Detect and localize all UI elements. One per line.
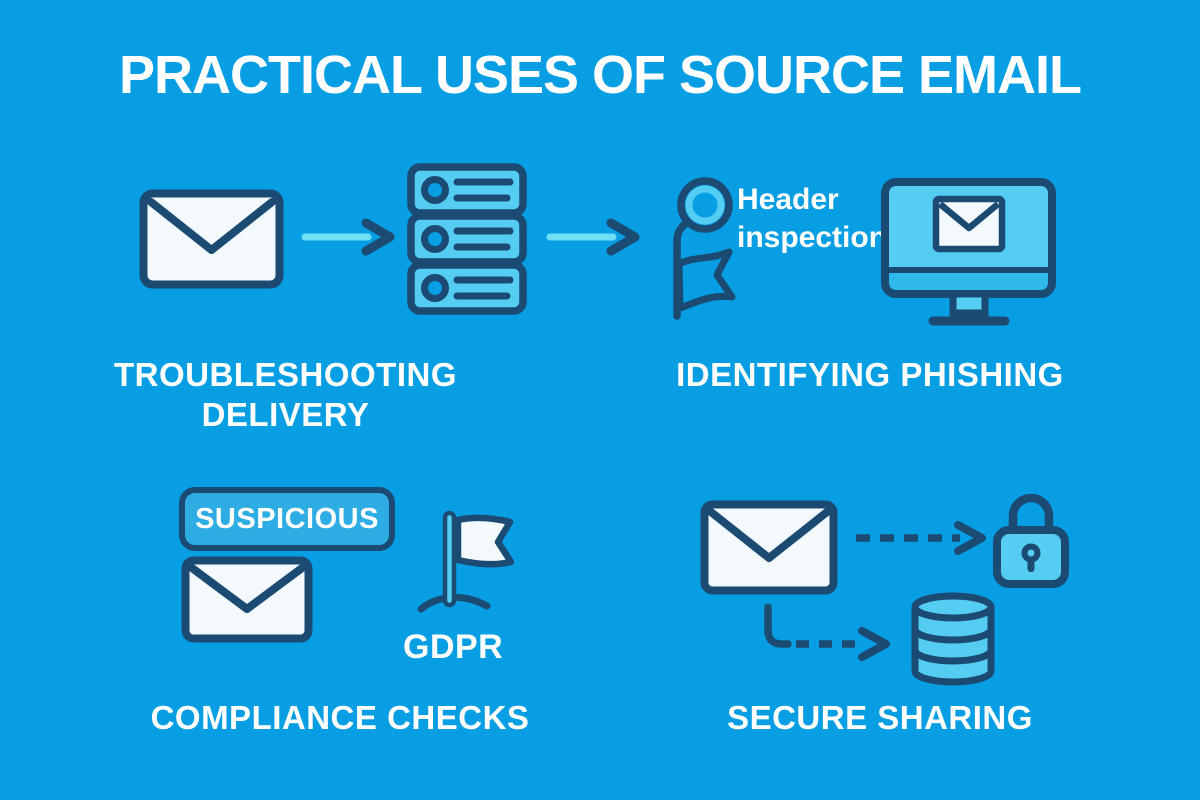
envelope-icon: [181, 556, 313, 643]
identifying-phishing-label: IDENTIFYING PHISHING: [676, 356, 1064, 393]
mail-server-icon: [407, 163, 527, 315]
gdpr-flag-icon: [415, 507, 525, 615]
monitor-email-icon: [881, 178, 1056, 328]
secure-sharing-label: SECURE SHARING: [727, 699, 1033, 736]
gdpr-caption: GDPR: [403, 628, 504, 666]
header-inspection-annotation: Header inspection: [737, 181, 887, 257]
lock-icon: [992, 486, 1070, 588]
annotation-line: Header: [737, 183, 839, 216]
envelope-icon: [700, 500, 838, 595]
suspicious-badge: SUSPICIOUS: [179, 487, 395, 551]
compliance-checks-label: COMPLIANCE CHECKS: [150, 699, 530, 736]
page-title: PRACTICAL USES OF SOURCE EMAIL: [118, 45, 1082, 105]
elbow-dashed-arrow-icon: [758, 604, 903, 662]
flow-arrow-icon: [545, 217, 645, 257]
envelope-icon: [139, 189, 284, 289]
troubleshooting-label: TROUBLESHOOTING DELIVERY: [114, 356, 457, 433]
annotation-line: inspection: [737, 221, 888, 254]
database-icon: [909, 592, 997, 687]
flow-arrow-icon: [300, 217, 400, 257]
dashed-arrow-icon: [852, 520, 992, 556]
inspection-flag-icon: [658, 176, 743, 324]
